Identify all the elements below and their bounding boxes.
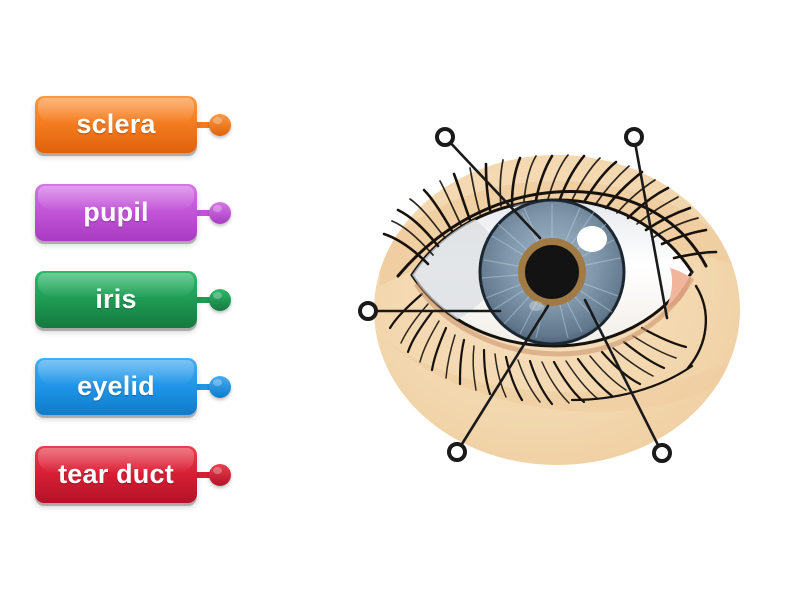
label-card-pupil[interactable]: pupil (35, 184, 231, 241)
connector-line-target-1 (443, 135, 542, 240)
tear-duct-region (666, 268, 692, 308)
label-knob-tear-duct[interactable] (209, 463, 231, 486)
label-pill-eyelid[interactable]: eyelid (35, 358, 197, 415)
drop-target-target-5[interactable] (652, 443, 672, 463)
drop-target-target-2[interactable] (624, 127, 644, 147)
corneal-highlight (577, 226, 607, 252)
label-pill-sclera[interactable]: sclera (35, 96, 197, 153)
connector-layer (358, 127, 672, 463)
label-stem-tear-duct (196, 471, 212, 478)
label-stem-eyelid (196, 383, 212, 390)
label-pill-iris[interactable]: iris (35, 271, 197, 328)
label-text-sclera: sclera (76, 109, 156, 139)
label-pill-tear-duct[interactable]: tear duct (35, 446, 197, 503)
label-stem-pupil (196, 209, 212, 216)
secondary-highlight (529, 301, 543, 311)
drop-target-target-3[interactable] (358, 301, 378, 321)
label-text-iris: iris (95, 284, 137, 314)
label-text-pupil: pupil (83, 197, 149, 227)
outer-corner-line (686, 284, 708, 370)
label-card-sclera[interactable]: sclera (35, 96, 231, 153)
label-pill-pupil[interactable]: pupil (35, 184, 197, 241)
label-text-tear-duct: tear duct (58, 459, 174, 489)
iris-and-pupil (478, 198, 626, 346)
label-stem-sclera (196, 121, 212, 128)
connector-line-target-4 (455, 304, 550, 454)
label-knob-pupil[interactable] (209, 201, 231, 224)
drop-target-target-4[interactable] (447, 442, 467, 462)
connector-line-target-2 (632, 135, 669, 320)
lower-lid-fold-line (570, 364, 694, 402)
label-knob-iris[interactable] (209, 288, 231, 311)
label-card-tear-duct[interactable]: tear duct (35, 446, 231, 503)
label-card-iris[interactable]: iris (35, 271, 231, 328)
pupil-circle (525, 245, 579, 299)
upper-eyelashes (382, 154, 718, 266)
label-stem-iris (196, 296, 212, 303)
upper-lid-crease-line (396, 190, 708, 278)
lower-eyelashes (388, 292, 688, 406)
drop-target-target-1[interactable] (435, 127, 455, 147)
label-knob-eyelid[interactable] (209, 375, 231, 398)
eye-diagram (340, 100, 780, 500)
label-knob-sclera[interactable] (209, 113, 231, 136)
label-text-eyelid: eyelid (77, 371, 155, 401)
connector-line-target-5 (583, 298, 664, 455)
lower-waterline (413, 276, 695, 357)
label-card-eyelid[interactable]: eyelid (35, 358, 231, 415)
